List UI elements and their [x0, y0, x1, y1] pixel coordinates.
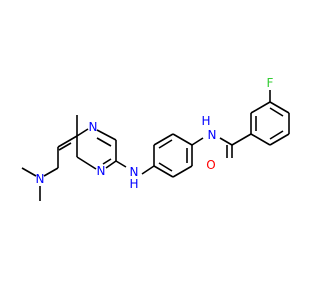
atom-h-aniline: H	[129, 177, 138, 191]
bond	[43, 167, 59, 177]
atom-n-pyrimidine-bottom: N	[97, 164, 106, 178]
bond	[250, 133, 271, 146]
bond	[141, 165, 155, 175]
bond	[269, 101, 290, 114]
atom-labels: N N N N H N H O F	[36, 76, 274, 191]
bond	[269, 107, 284, 117]
molecule-drawing: N N N N H N H O F	[21, 76, 290, 201]
bond	[158, 162, 173, 172]
bond	[231, 133, 252, 146]
bond	[76, 156, 97, 170]
atom-fluorine: F	[267, 76, 274, 90]
bond	[102, 158, 112, 165]
bond	[191, 137, 204, 146]
bond	[172, 165, 193, 178]
bonds	[21, 90, 290, 201]
bond	[269, 133, 290, 146]
bond	[153, 133, 174, 146]
bond	[250, 101, 271, 114]
bond	[76, 128, 89, 137]
structure-canvas: N N N N H N H O F	[21, 76, 290, 201]
atom-n-dimethylamino: N	[36, 172, 45, 186]
bond	[57, 135, 78, 148]
atom-n-aniline: N	[130, 165, 139, 179]
bond	[21, 167, 37, 177]
atom-n-pyrimidine-top: N	[89, 120, 98, 134]
bond	[115, 160, 127, 168]
bond	[219, 137, 233, 146]
bond	[105, 160, 117, 169]
bond	[96, 137, 112, 147]
atom-o-carbonyl: O	[206, 158, 215, 172]
bond	[96, 129, 117, 141]
atom-h-amide: H	[201, 114, 210, 128]
bond	[172, 133, 193, 146]
bond	[269, 130, 284, 140]
bond	[58, 142, 72, 151]
bond	[153, 165, 174, 178]
atom-n-amide: N	[208, 128, 217, 142]
bond	[158, 139, 173, 149]
